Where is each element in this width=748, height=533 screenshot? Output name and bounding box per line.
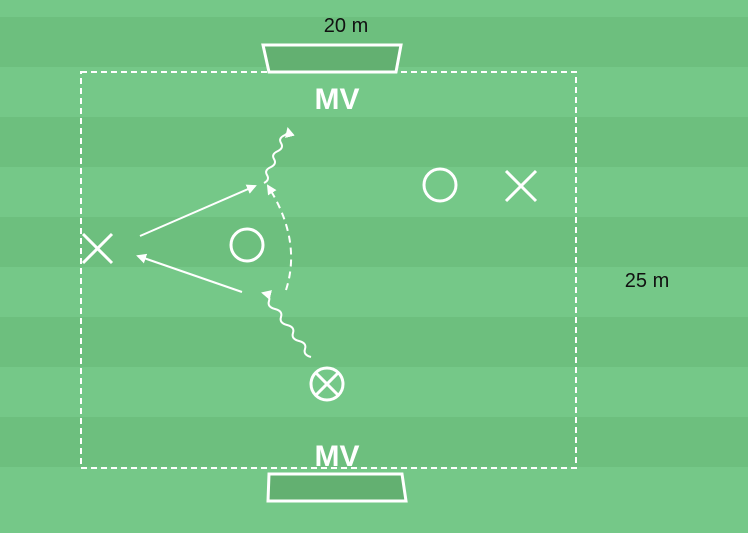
goal-bottom-label: MV bbox=[315, 440, 360, 473]
goal-top-label: MV bbox=[315, 83, 360, 116]
attacker-cross-right bbox=[504, 169, 538, 203]
ball-carrier-icon bbox=[309, 366, 345, 402]
run-dashed-arrow bbox=[266, 184, 293, 291]
goal-bottom bbox=[266, 472, 408, 503]
attacker-cross-left bbox=[81, 232, 114, 265]
goal-top bbox=[261, 43, 403, 74]
width-label: 20 m bbox=[324, 15, 368, 37]
defender-circle-center bbox=[229, 227, 265, 263]
defender-circle-right bbox=[422, 167, 458, 203]
pass-arrow-to-top bbox=[139, 184, 257, 237]
dribble-arrow-top bbox=[263, 127, 295, 184]
length-label: 25 m bbox=[625, 270, 669, 292]
dribble-arrow-bottom bbox=[261, 290, 312, 358]
pitch-boundary bbox=[80, 71, 577, 469]
pass-arrow-to-left bbox=[136, 253, 243, 293]
